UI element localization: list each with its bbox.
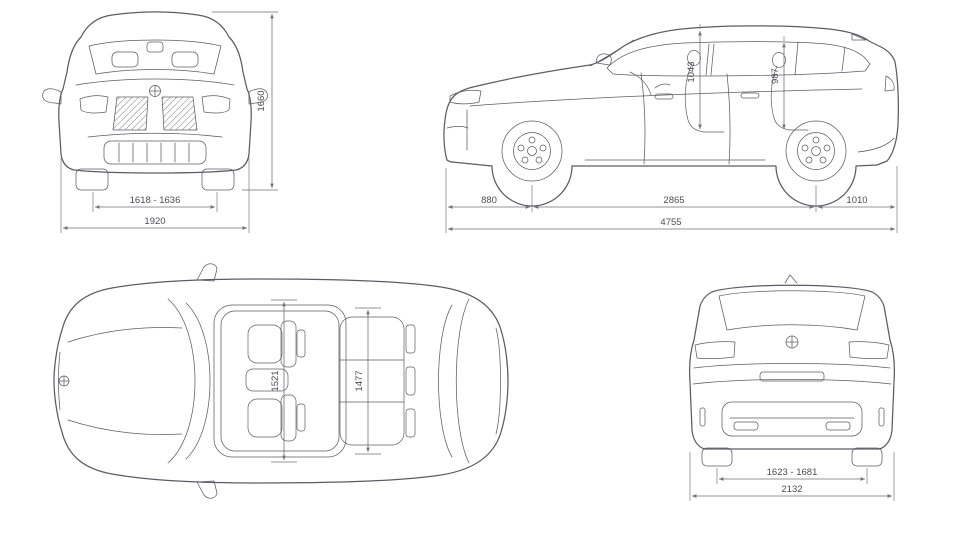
mirror-top-right (196, 480, 218, 499)
dim-interior-rear-width-label: 1477 (354, 370, 365, 391)
side-glass (606, 41, 871, 77)
rear-diffuser (721, 401, 863, 437)
side-mirror-right (248, 88, 268, 105)
dim-front-height-label: 1660 (256, 90, 267, 111)
taillight-side (884, 75, 895, 92)
side-interior (629, 50, 809, 133)
front-bumper-detail (446, 109, 469, 151)
front-wheel-right (201, 168, 235, 191)
front-fascia-line-top (58, 351, 61, 411)
dim-headroom-rear-label: 987 (770, 68, 781, 84)
rear-spoiler-line-top (495, 327, 501, 435)
kidney-grille-right (161, 96, 198, 131)
reflector-right (878, 407, 885, 427)
front-view-drawing (42, 11, 268, 191)
roof-outline (213, 304, 347, 458)
side-view-dimensions: 1043 987 880 2865 1010 4755 (445, 24, 898, 233)
headrest-left (111, 51, 139, 68)
tailgate-handle (759, 371, 825, 382)
rear-window (718, 290, 866, 331)
front-view-dimensions: 1660 1618 - 1636 1920 (60, 11, 278, 233)
rear-hub (811, 146, 821, 156)
rear-silhouette (689, 284, 895, 450)
side-view-drawing (443, 25, 899, 207)
tailgate-creases (692, 363, 892, 385)
rear-wheel (785, 120, 847, 182)
front-extension-lines (60, 11, 278, 233)
dim-headroom-front-label: 1043 (686, 61, 697, 82)
top-view-drawing (53, 263, 509, 499)
rear-wheel-right (851, 447, 883, 467)
dim-rear-width-label: 2132 (781, 484, 802, 495)
rear-view-dimensions: 1623 - 1681 2132 (689, 452, 895, 501)
rear-rim (797, 132, 835, 170)
kidney-grille-left (112, 96, 149, 131)
shark-fin-antenna (851, 33, 867, 41)
sunroof (220, 310, 340, 452)
door-cut-lines (640, 72, 731, 165)
rear-bumper-crease (857, 137, 895, 153)
rearview-mirror (146, 41, 164, 53)
rear-view-drawing (689, 274, 895, 467)
exhaust-right (825, 421, 851, 431)
headlight-left (79, 95, 109, 114)
mirror-top-left (196, 263, 218, 282)
reflector-left (699, 407, 706, 427)
hood-crease (75, 78, 235, 86)
roundel-cross (149, 85, 161, 97)
dim-rear-overhang-label: 1010 (846, 195, 867, 206)
rear-wheel-left (701, 447, 733, 467)
front-wheel-left (75, 168, 109, 191)
door-handle-front (654, 93, 674, 100)
front-hub (527, 146, 537, 156)
top-view-dimensions: 1521 1477 (270, 299, 381, 463)
shoulder-line (469, 88, 863, 107)
pillars (705, 41, 846, 76)
front-rim (513, 132, 551, 170)
taillight-right (848, 341, 890, 360)
roundel-cross-top (58, 375, 70, 387)
dim-front-track-label: 1618 - 1636 (130, 195, 181, 206)
side-headlight (449, 89, 482, 105)
dim-rear-track-label: 1623 - 1681 (767, 467, 818, 478)
windshield-top (167, 298, 211, 464)
exhaust-left (733, 421, 759, 431)
rear-window-top (438, 298, 470, 464)
lower-grille (103, 140, 207, 165)
dim-interior-front-width-label: 1521 (270, 370, 281, 391)
top-extension-ticks (271, 299, 381, 463)
top-interior-seats (245, 316, 416, 446)
bumper-crease (87, 132, 223, 138)
headlight-right (201, 95, 231, 114)
front-silhouette (58, 11, 252, 174)
side-extension-lines (445, 166, 898, 233)
roundel-cross-rear (785, 335, 799, 349)
dim-length-label: 4755 (660, 217, 681, 228)
hood-lines-top (67, 327, 183, 435)
top-silhouette (53, 278, 509, 484)
dim-front-overhang-label: 880 (481, 195, 497, 206)
taillight-left (694, 341, 736, 360)
headrest-right (171, 51, 199, 68)
side-mirror (596, 53, 612, 66)
dim-wheelbase-label: 2865 (663, 195, 684, 206)
a-pillar (589, 39, 635, 67)
side-headroom-extensions (699, 24, 785, 41)
rear-extension-lines (689, 452, 895, 501)
side-mirror-left (42, 88, 62, 105)
front-wheel (501, 120, 563, 182)
lower-grille-slats (118, 142, 190, 163)
dim-front-width-label: 1920 (144, 216, 165, 227)
shark-fin-rear (784, 274, 798, 284)
front-windshield (88, 39, 222, 75)
side-silhouette (443, 25, 899, 207)
door-handle-rear (740, 92, 760, 99)
